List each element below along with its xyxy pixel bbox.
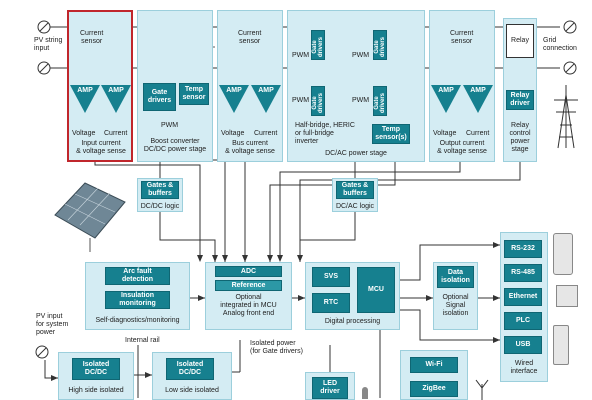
dcdc-logic-label: DC/DC logic bbox=[140, 203, 180, 210]
zigbee: ZigBee bbox=[410, 381, 458, 397]
dcac-pwm-top-2: PWM bbox=[352, 52, 370, 59]
dcac-pwm-bottom: PWM bbox=[292, 97, 310, 104]
input-sense-title: Input current & voltage sense bbox=[76, 140, 126, 155]
output-current-label: Current bbox=[466, 130, 490, 137]
dcac-gate-driver-1-label: Gate drivers bbox=[312, 37, 324, 58]
led-icon bbox=[362, 387, 368, 399]
diag-title: Self-diagnostics/monitoring bbox=[95, 317, 180, 324]
rtc: RTC bbox=[312, 293, 350, 313]
dcac-gates-buffers: Gates & buffers bbox=[336, 181, 374, 199]
bus-amp-current bbox=[251, 85, 281, 113]
dcac-logic-label: DC/AC logic bbox=[335, 203, 375, 210]
isolated-dcdc-2: Isolated DC/DC bbox=[166, 358, 214, 380]
adc: ADC bbox=[215, 266, 282, 277]
wired-title: Wired interface bbox=[510, 360, 538, 375]
dcac-description: Half-bridge, HERIC or full-bridge invert… bbox=[295, 122, 355, 145]
afe-title: Optional integrated in MCU Analog front … bbox=[220, 294, 277, 317]
dcac-gate-driver-2 bbox=[373, 30, 387, 60]
dcac-gate-driver-3 bbox=[311, 86, 325, 116]
wifi: Wi-Fi bbox=[410, 357, 458, 373]
bus-amp-voltage-label: AMP bbox=[226, 87, 242, 94]
dcac-gate-driver-3-label: Gate drivers bbox=[312, 93, 324, 114]
input-voltage-label: Voltage bbox=[72, 130, 96, 137]
wired-plc: PLC bbox=[504, 312, 542, 330]
dcdc-gates-buffers: Gates & buffers bbox=[141, 181, 179, 199]
dcac-gate-driver-4-label: Gate drivers bbox=[374, 93, 386, 114]
bus-amp-voltage bbox=[219, 85, 249, 113]
bus-sense-title: Bus current & voltage sense bbox=[225, 140, 275, 155]
db9-connector-icon bbox=[553, 233, 573, 275]
output-sense-title: Output current & voltage sense bbox=[437, 140, 487, 155]
bus-current-label: Current bbox=[254, 130, 278, 137]
antenna-icon bbox=[475, 379, 489, 400]
input-current-label: Current bbox=[104, 130, 128, 137]
pv-system-input-label: PV input for system power bbox=[36, 313, 69, 336]
dcac-temp-sensors: Temp sensor(s) bbox=[372, 124, 410, 144]
output-voltage-label: Voltage bbox=[433, 130, 457, 137]
digital-title: Digital processing bbox=[324, 318, 381, 325]
output-amp-current bbox=[463, 85, 493, 113]
mcu: MCU bbox=[357, 267, 395, 313]
bus-voltage-label: Voltage bbox=[221, 130, 245, 137]
pv-string-input-label: PV string input bbox=[34, 37, 63, 52]
wired-ethernet: Ethernet bbox=[504, 288, 542, 306]
boost-title: Boost converter DC/DC power stage bbox=[143, 138, 207, 153]
isolation-title: Optional Signal isolation bbox=[442, 294, 469, 317]
dcac-gate-driver-4 bbox=[373, 86, 387, 116]
boost-temp-sensor: Temp sensor bbox=[179, 83, 209, 105]
insulation-monitoring: Insulation monitoring bbox=[105, 291, 170, 309]
output-amp-voltage-label: AMP bbox=[438, 87, 454, 94]
input-current-sensor-label: Current sensor bbox=[80, 30, 104, 45]
tower-icon bbox=[554, 85, 578, 149]
boost-pwm-label: PWM bbox=[161, 122, 179, 129]
input-amp-current-label: AMP bbox=[108, 87, 124, 94]
grid-connection-label: Grid connection bbox=[543, 37, 577, 52]
input-amp-current bbox=[101, 85, 131, 113]
reference: Reference bbox=[215, 280, 282, 291]
isolated-power-label: Isolated power (for Gate drivers) bbox=[250, 340, 303, 355]
wired-usb: USB bbox=[504, 336, 542, 354]
dcac-pwm-top: PWM bbox=[292, 52, 310, 59]
relay-driver: Relay driver bbox=[506, 90, 534, 110]
boost-gate-drivers: Gate drivers bbox=[143, 83, 176, 111]
dcac-title: DC/AC power stage bbox=[325, 150, 387, 157]
dcac-pwm-bottom-2: PWM bbox=[352, 97, 370, 104]
wired-rs485: RS-485 bbox=[504, 264, 542, 282]
svs: SVS bbox=[312, 267, 350, 287]
isolated-dcdc-1: Isolated DC/DC bbox=[72, 358, 120, 380]
dcac-gate-driver-1 bbox=[311, 30, 325, 60]
input-amp-voltage bbox=[70, 85, 100, 113]
internal-rail-label: Internal rail bbox=[125, 337, 160, 344]
solar-panel-icon bbox=[54, 182, 126, 252]
input-amp-voltage-label: AMP bbox=[77, 87, 93, 94]
arc-fault-detection: Arc fault detection bbox=[105, 267, 170, 285]
led-driver: LED driver bbox=[312, 377, 348, 399]
relay-box: Relay bbox=[506, 24, 534, 58]
bus-current-sensor-label: Current sensor bbox=[238, 30, 262, 45]
output-amp-voltage bbox=[431, 85, 461, 113]
relay-title: Relay control power stage bbox=[509, 122, 531, 153]
wired-rs232: RS-232 bbox=[504, 240, 542, 258]
ethernet-port-icon bbox=[556, 285, 578, 307]
output-amp-current-label: AMP bbox=[470, 87, 486, 94]
low-side-isolated-label: Low side isolated bbox=[165, 387, 219, 394]
high-side-isolated-label: High side isolated bbox=[68, 387, 124, 394]
dcac-gate-driver-2-label: Gate drivers bbox=[374, 37, 386, 58]
bus-amp-current-label: AMP bbox=[258, 87, 274, 94]
output-current-sensor-label: Current sensor bbox=[450, 30, 474, 45]
usb-port-icon bbox=[553, 325, 569, 365]
data-isolation: Data isolation bbox=[437, 266, 474, 288]
